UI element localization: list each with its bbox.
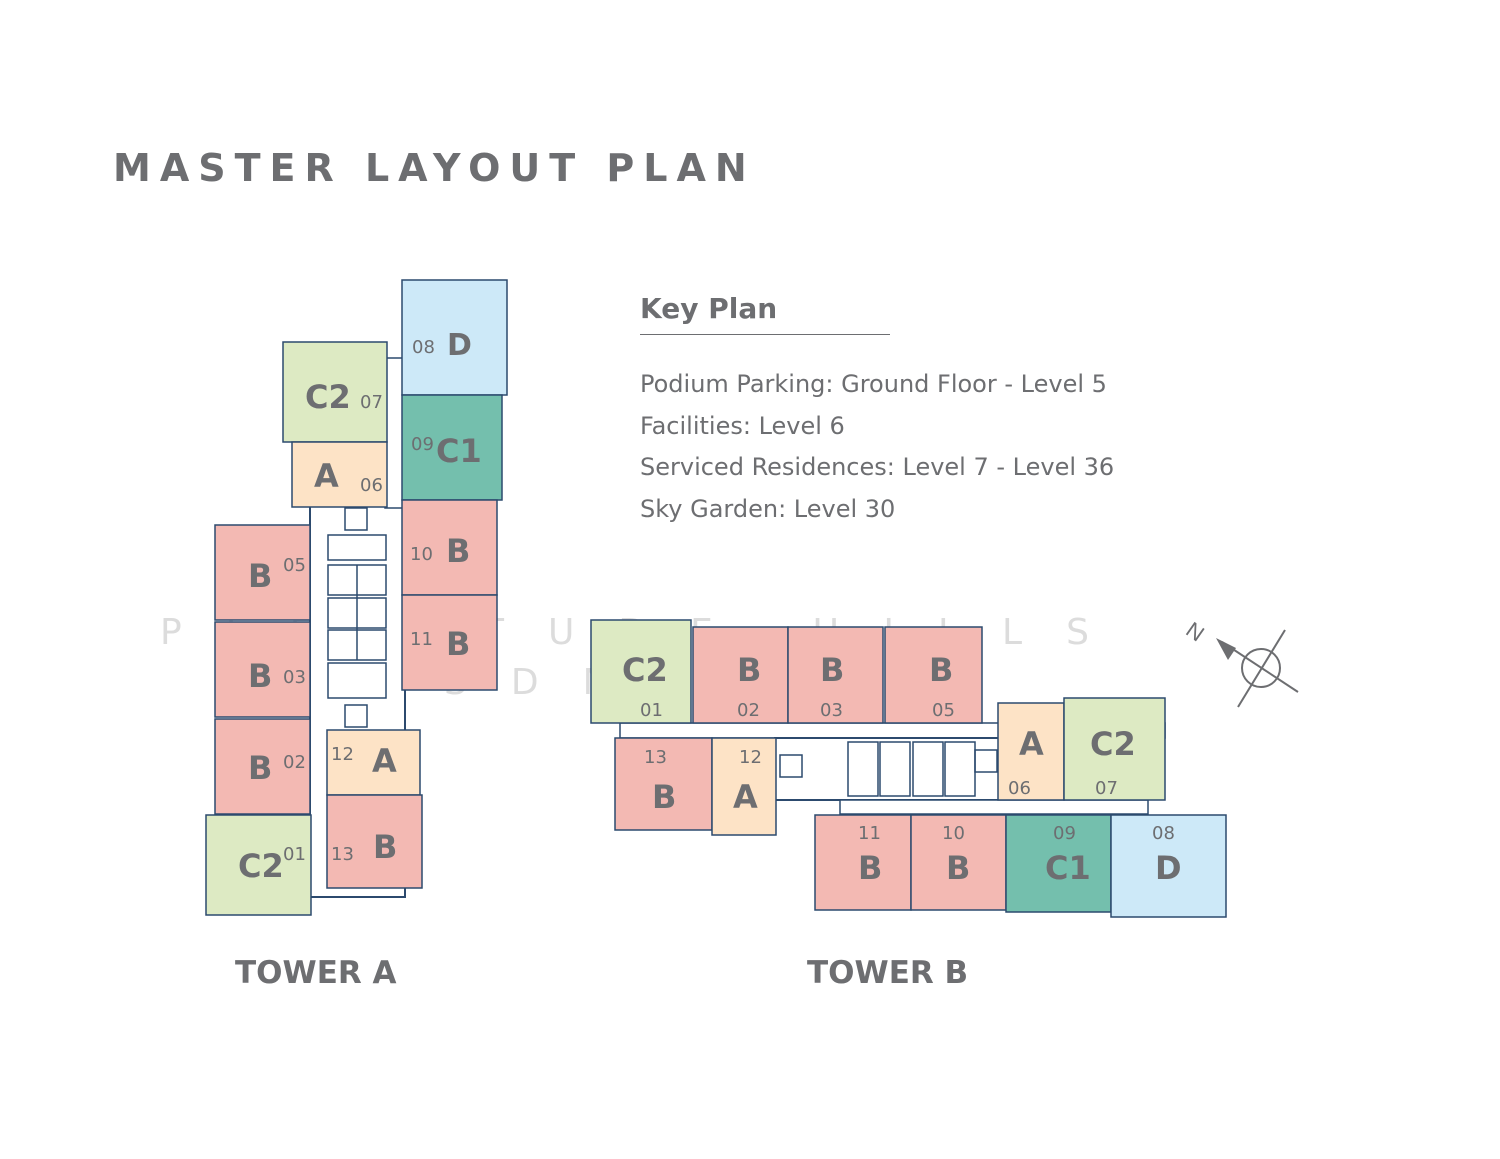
- unit-type: C2: [305, 378, 351, 416]
- unit-type: B: [946, 849, 970, 887]
- unit-type: B: [446, 532, 470, 570]
- key-plan-item: Serviced Residences: Level 7 - Level 36: [640, 453, 1115, 481]
- unit-type: D: [447, 328, 472, 363]
- unit-type: A: [314, 457, 339, 495]
- unit-type: B: [858, 849, 882, 887]
- tower-a-unit-13: 13 B: [326, 794, 423, 889]
- tower-a-unit-09: 09 C1: [401, 394, 503, 501]
- tower-a-units: 08 D C2 07 09 C1 A 06 B 05 10 B: [205, 279, 508, 916]
- unit-number: 08: [1152, 823, 1175, 844]
- unit-number: 05: [283, 555, 306, 576]
- compass-icon: N: [1182, 617, 1299, 708]
- unit-type: B: [248, 657, 272, 695]
- unit-number: 03: [820, 700, 843, 721]
- unit-number: 02: [737, 700, 760, 721]
- tower-b-unit-13: 13 B: [614, 737, 713, 831]
- tower-b-unit-06: A 06: [997, 702, 1065, 801]
- tower-b-unit-10: 10 B: [910, 814, 1007, 911]
- unit-type: C2: [1090, 725, 1136, 763]
- unit-type: B: [737, 651, 761, 689]
- unit-number: 10: [410, 544, 433, 565]
- tower-a-unit-05: B 05: [214, 524, 311, 621]
- unit-type: B: [248, 557, 272, 595]
- tower-a-unit-08: 08 D: [401, 279, 508, 396]
- unit-number: 11: [858, 823, 881, 844]
- unit-number: 13: [331, 844, 354, 865]
- tower-a-unit-01: C2 01: [205, 814, 312, 916]
- unit-type: B: [929, 651, 953, 689]
- unit-number: 11: [410, 629, 433, 650]
- tower-a-unit-11: 11 B: [401, 594, 498, 691]
- tower-b-core: [619, 722, 1166, 815]
- compass-north-label: N: [1182, 617, 1209, 647]
- tower-b-label: TOWER B: [807, 955, 969, 991]
- tower-a-unit-07: C2 07: [282, 341, 388, 443]
- unit-type: A: [1019, 725, 1044, 763]
- unit-number: 03: [283, 667, 306, 688]
- unit-number: 12: [331, 744, 354, 765]
- unit-type: C1: [436, 432, 482, 470]
- tower-b-unit-05: B 05: [884, 626, 983, 724]
- unit-type: B: [652, 778, 676, 816]
- tower-b-units: C2 01 B 02 B 03 B 05 13 B 12 A: [590, 619, 1227, 918]
- key-plan-divider: [640, 334, 890, 335]
- unit-type: C2: [238, 847, 284, 885]
- key-plan-item: Podium Parking: Ground Floor - Level 5: [640, 370, 1107, 398]
- unit-number: 01: [640, 700, 663, 721]
- tower-a-label: TOWER A: [235, 955, 397, 991]
- tower-b-unit-01: C2 01: [590, 619, 692, 724]
- unit-number: 06: [1008, 778, 1031, 799]
- unit-type: D: [1155, 849, 1182, 887]
- unit-number: 07: [360, 392, 383, 413]
- unit-type: C2: [622, 651, 668, 689]
- unit-type: B: [373, 828, 397, 866]
- unit-number: 10: [942, 823, 965, 844]
- unit-number: 09: [1053, 823, 1076, 844]
- tower-b-unit-12: 12 A: [711, 737, 777, 836]
- key-plan-list: Podium Parking: Ground Floor - Level 5 F…: [640, 364, 1114, 530]
- unit-number: 01: [283, 844, 306, 865]
- tower-b-unit-08: 08 D: [1110, 814, 1227, 918]
- unit-type: C1: [1045, 849, 1091, 887]
- tower-a-unit-03: B 03: [214, 621, 311, 718]
- tower-a-unit-10: 10 B: [401, 499, 498, 596]
- unit-number: 05: [932, 700, 955, 721]
- tower-b-unit-07: C2 07: [1063, 697, 1166, 801]
- unit-number: 07: [1095, 778, 1118, 799]
- unit-number: 13: [644, 747, 667, 768]
- page-title: MASTER LAYOUT PLAN: [113, 146, 756, 190]
- tower-b-unit-09: 09 C1: [1005, 814, 1112, 913]
- unit-type: B: [248, 749, 272, 787]
- tower-b-unit-03: B 03: [787, 626, 884, 724]
- key-plan-item: Facilities: Level 6: [640, 411, 845, 440]
- unit-type: B: [820, 651, 844, 689]
- tower-a-unit-02: B 02: [214, 718, 311, 815]
- tower-a-unit-06: A 06: [291, 441, 388, 508]
- key-plan-title: Key Plan: [640, 292, 778, 325]
- unit-number: 02: [283, 752, 306, 773]
- unit-type: A: [733, 778, 758, 816]
- unit-type: B: [446, 625, 470, 663]
- unit-number: 12: [739, 747, 762, 768]
- unit-number: 06: [360, 475, 383, 496]
- tower-b-unit-11: 11 B: [814, 814, 912, 911]
- tower-b-unit-02: B 02: [692, 626, 789, 724]
- unit-type: A: [372, 742, 397, 780]
- tower-a-unit-12: 12 A: [326, 729, 421, 796]
- unit-number: 08: [412, 337, 435, 358]
- key-plan-item: Sky Garden: Level 30: [640, 494, 896, 523]
- unit-number: 09: [411, 434, 434, 455]
